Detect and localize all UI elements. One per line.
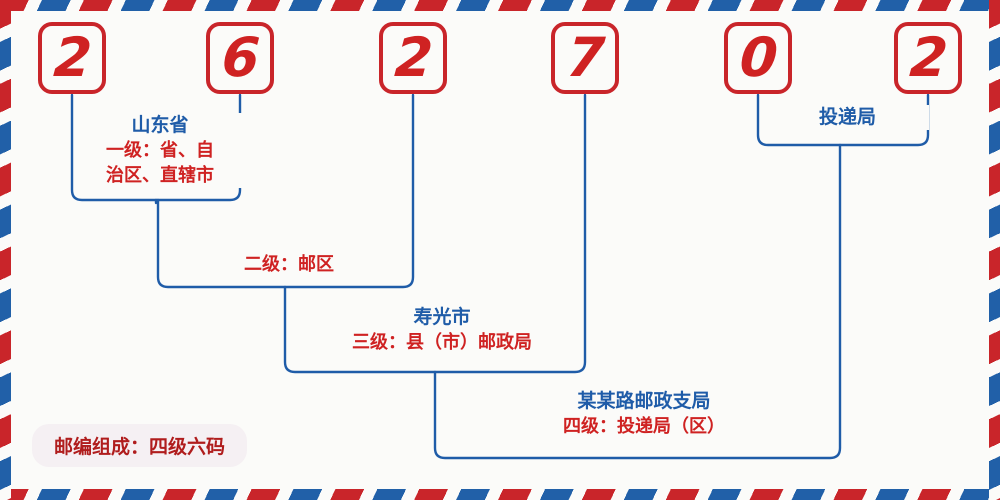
label-level-1-desc-line1: 一级：省、自 bbox=[106, 140, 214, 161]
digit-box-4[interactable]: 7 bbox=[551, 22, 619, 94]
label-level-3-name: 寿光市 bbox=[413, 306, 471, 328]
digit-box-1[interactable]: 2 bbox=[38, 22, 106, 94]
label-level-3: 寿光市 三级：县（市）邮政局 bbox=[303, 305, 581, 355]
label-level-4: 某某路邮政支局 四级：投递局（区） bbox=[495, 389, 793, 439]
digit-glyph-6: 2 bbox=[907, 26, 949, 89]
digit-box-5[interactable]: 0 bbox=[724, 22, 792, 94]
label-level-4-name: 某某路邮政支局 bbox=[577, 390, 711, 412]
label-delivery-office: 投递局 bbox=[766, 105, 929, 130]
label-level-1-desc-line2: 治区、直辖市 bbox=[106, 165, 214, 186]
bracket-delivery-office bbox=[756, 93, 930, 147]
digit-box-2[interactable]: 6 bbox=[206, 22, 274, 94]
label-level-2: 二级：邮区 bbox=[197, 252, 381, 277]
label-level-1-name: 山东省 bbox=[131, 114, 189, 136]
digit-glyph-3: 2 bbox=[392, 26, 434, 89]
label-level-4-desc-line1: 四级：投递局（区） bbox=[563, 416, 725, 437]
footnote-badge: 邮编组成：四级六码 bbox=[32, 424, 248, 467]
digit-glyph-4: 7 bbox=[564, 26, 606, 89]
label-level-2-desc-line1: 二级：邮区 bbox=[244, 254, 334, 275]
digit-glyph-1: 2 bbox=[51, 26, 93, 89]
label-level-3-desc-line1: 三级：县（市）邮政局 bbox=[352, 332, 532, 353]
digit-glyph-2: 6 bbox=[219, 26, 261, 89]
digit-box-3[interactable]: 2 bbox=[379, 22, 447, 94]
label-delivery-office-name: 投递局 bbox=[818, 106, 876, 128]
bracket-level-4 bbox=[433, 143, 842, 460]
digit-glyph-5: 0 bbox=[737, 26, 779, 89]
digit-box-6[interactable]: 2 bbox=[894, 22, 962, 94]
label-level-1: 山东省 一级：省、自 治区、直辖市 bbox=[76, 113, 244, 188]
